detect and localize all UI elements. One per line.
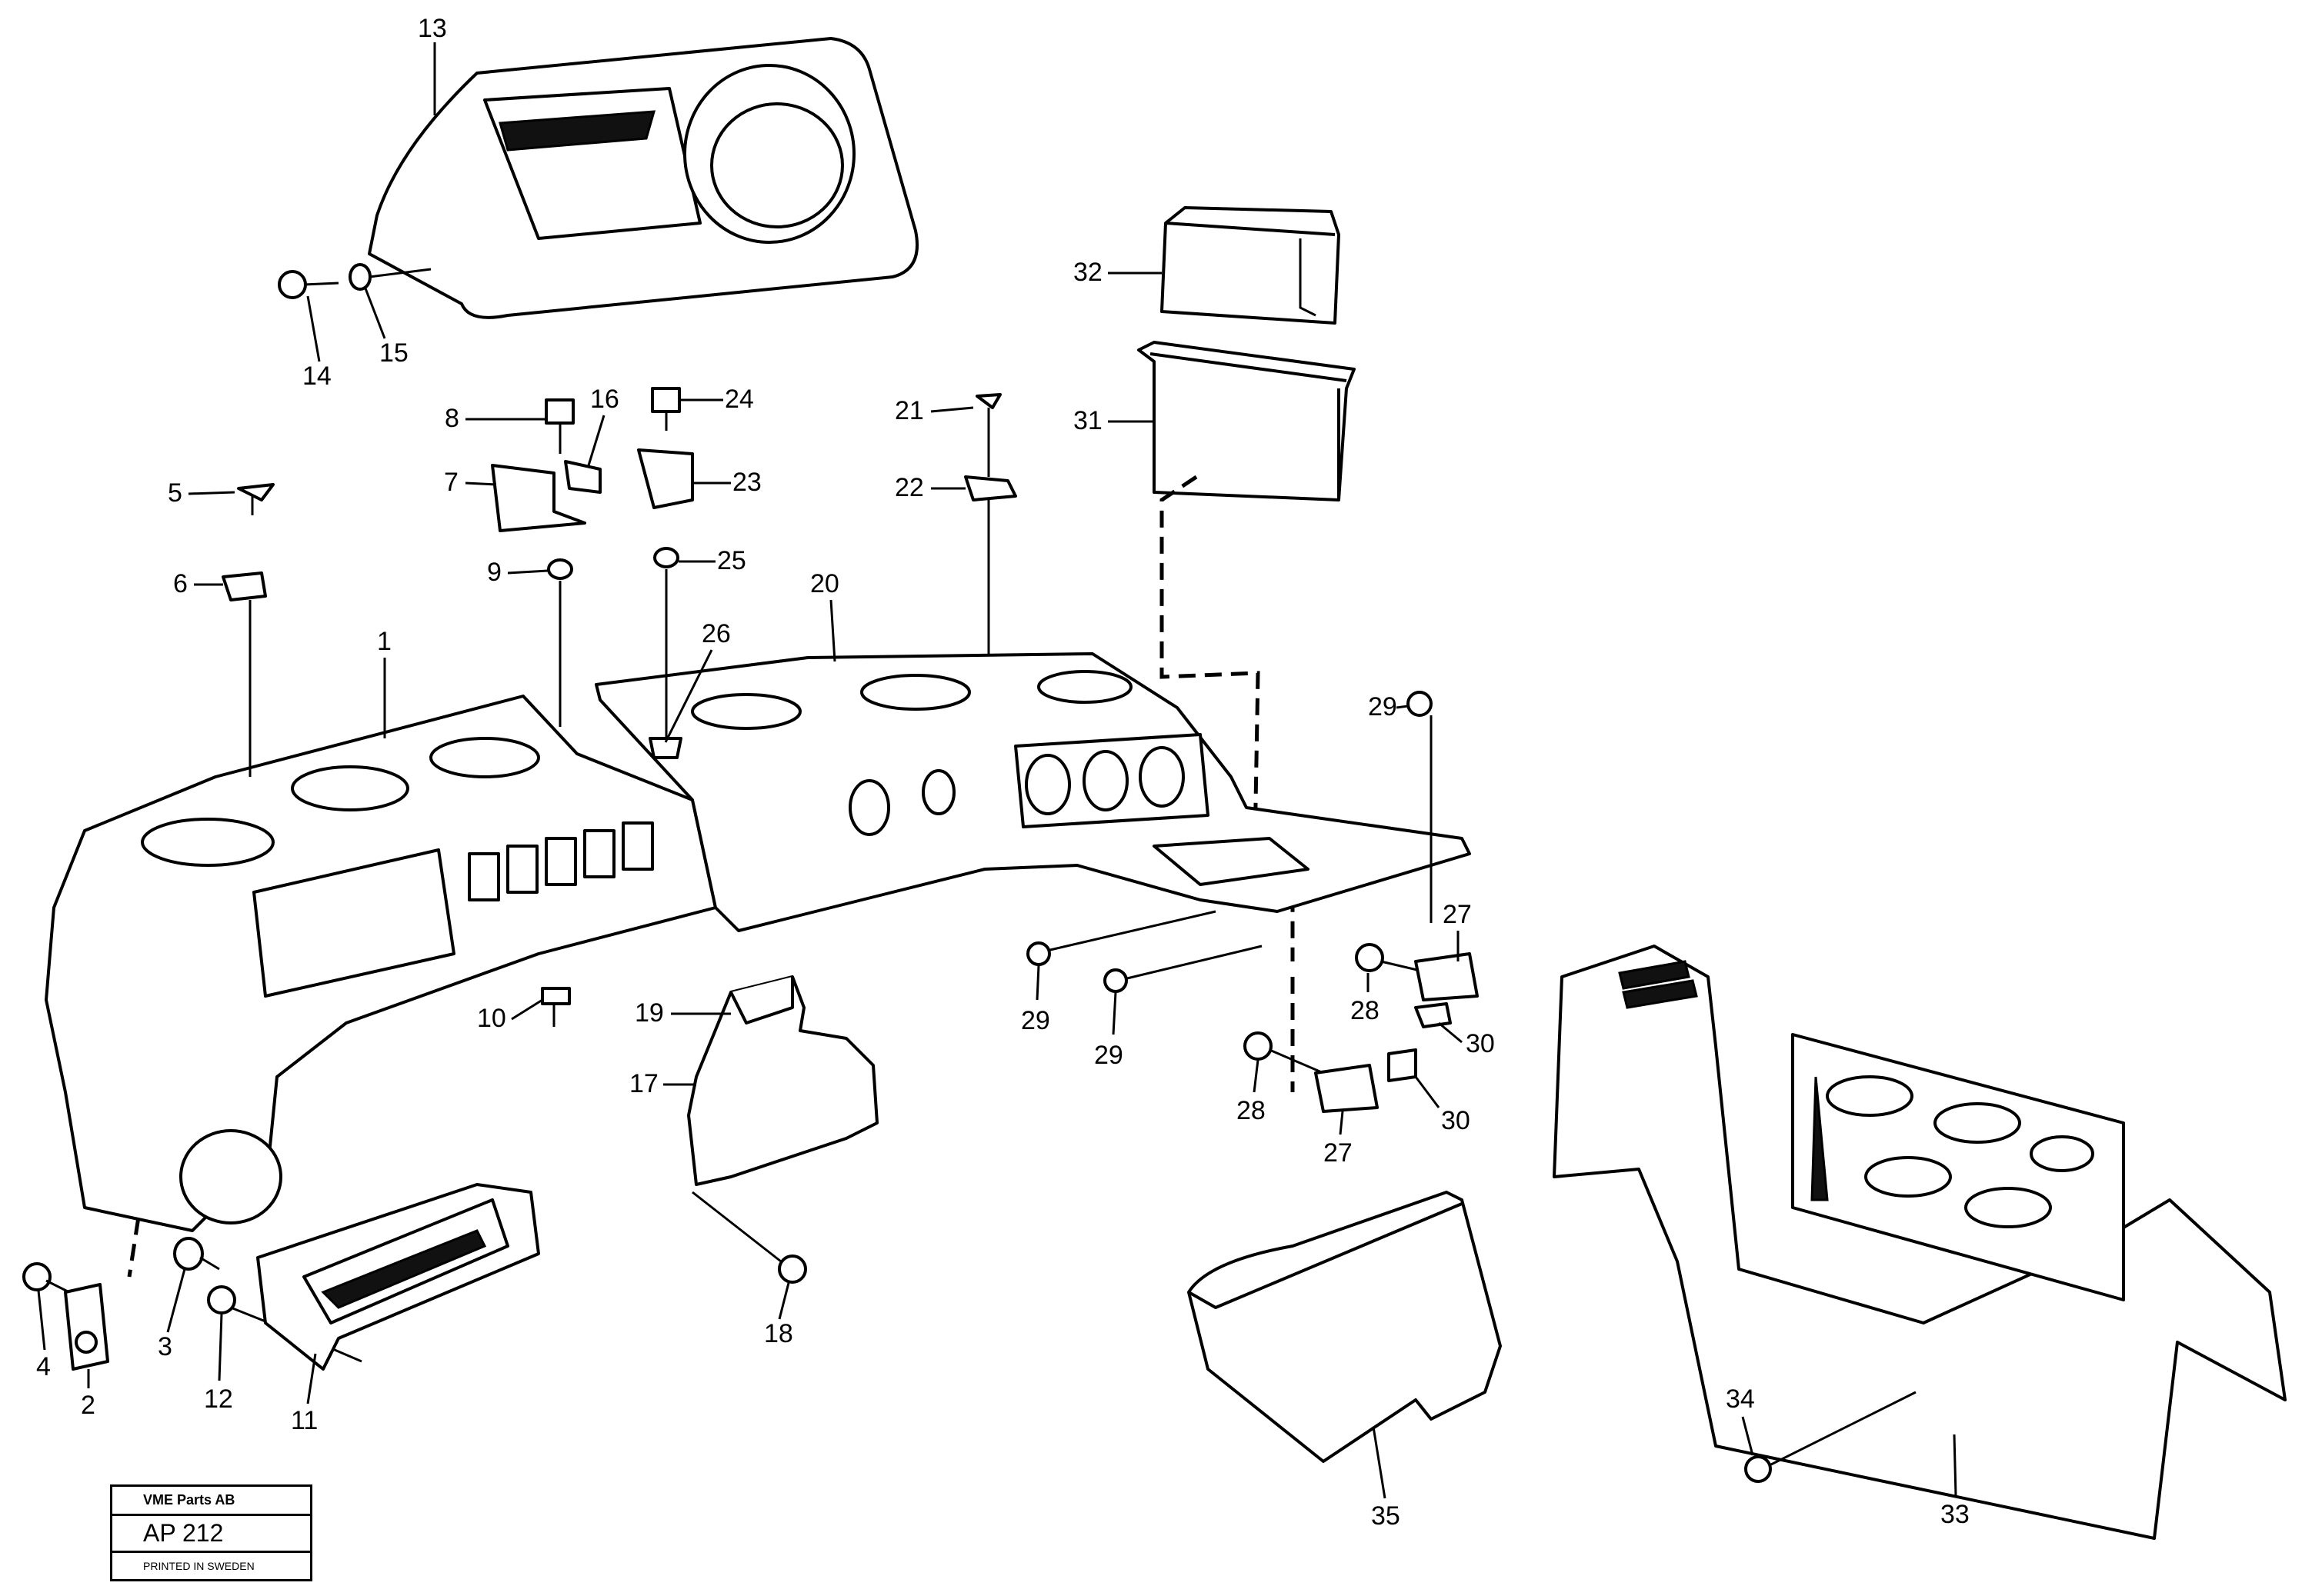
part-14-screw xyxy=(278,270,339,299)
callout-9: 9 xyxy=(487,558,502,587)
callout-35: 35 xyxy=(1371,1501,1400,1531)
callout-11: 11 xyxy=(291,1406,318,1435)
callout-34: 34 xyxy=(1726,1384,1755,1414)
stamp-code: AP 212 xyxy=(112,1516,310,1553)
callout-1: 1 xyxy=(377,627,392,656)
callout-26: 26 xyxy=(702,619,731,648)
callout-6: 6 xyxy=(173,569,188,598)
callout-28-lower: 28 xyxy=(1236,1096,1266,1125)
part-33-side-panel xyxy=(1553,945,2287,1540)
callout-8: 8 xyxy=(445,404,459,433)
callout-labels: 13 14 15 32 31 8 16 24 21 22 23 7 5 6 9 … xyxy=(36,14,1970,1531)
callout-30-upper: 30 xyxy=(1466,1029,1495,1058)
callout-19: 19 xyxy=(635,998,664,1028)
callout-12: 12 xyxy=(204,1384,233,1414)
callout-29-lower: 29 xyxy=(1094,1041,1123,1070)
callout-27-lower: 27 xyxy=(1323,1138,1353,1168)
callout-31: 31 xyxy=(1073,406,1103,435)
callout-16: 16 xyxy=(590,385,619,414)
part-1-dashboard-left xyxy=(45,695,717,1232)
callout-18: 18 xyxy=(764,1319,793,1348)
publisher-stamp: VME Parts AB AP 212 PRINTED IN SWEDEN xyxy=(110,1484,312,1581)
part-20-dashboard-right xyxy=(595,652,1471,932)
part-32-storage-box xyxy=(1160,206,1340,325)
stamp-company: VME Parts AB xyxy=(112,1487,310,1516)
callout-29-middle: 29 xyxy=(1021,1006,1050,1035)
mounting-hardware xyxy=(222,387,1017,1027)
lower-left-parts xyxy=(22,1183,540,1371)
part-15-washer xyxy=(349,263,432,291)
callout-25: 25 xyxy=(717,546,746,575)
part-27-30-fasteners xyxy=(1026,691,1479,1113)
part-35-cover xyxy=(1187,1191,1502,1463)
callout-22: 22 xyxy=(895,473,924,502)
part-31-box-housing xyxy=(1137,341,1356,501)
callout-14: 14 xyxy=(302,362,332,391)
callout-33: 33 xyxy=(1940,1500,1970,1529)
callout-13: 13 xyxy=(418,14,447,43)
callout-2: 2 xyxy=(81,1391,95,1420)
callout-23: 23 xyxy=(732,468,762,497)
callout-10: 10 xyxy=(477,1004,506,1033)
callout-24: 24 xyxy=(725,385,754,414)
callout-30-lower: 30 xyxy=(1441,1106,1470,1135)
callout-7: 7 xyxy=(444,468,459,497)
callout-29-top: 29 xyxy=(1368,692,1397,721)
callout-28-upper: 28 xyxy=(1350,996,1380,1025)
callout-15: 15 xyxy=(379,338,409,368)
callout-27-upper: 27 xyxy=(1443,900,1472,929)
callout-21: 21 xyxy=(895,396,924,425)
part-13-instrument-hood xyxy=(368,37,919,319)
callout-4: 4 xyxy=(36,1352,51,1381)
callout-5: 5 xyxy=(168,478,182,508)
callout-32: 32 xyxy=(1073,258,1103,287)
stamp-printed: PRINTED IN SWEDEN xyxy=(143,1560,255,1572)
callout-20: 20 xyxy=(810,569,839,598)
part-17-19-bracket xyxy=(687,975,879,1284)
callout-3: 3 xyxy=(158,1332,172,1361)
callout-17: 17 xyxy=(629,1069,659,1098)
